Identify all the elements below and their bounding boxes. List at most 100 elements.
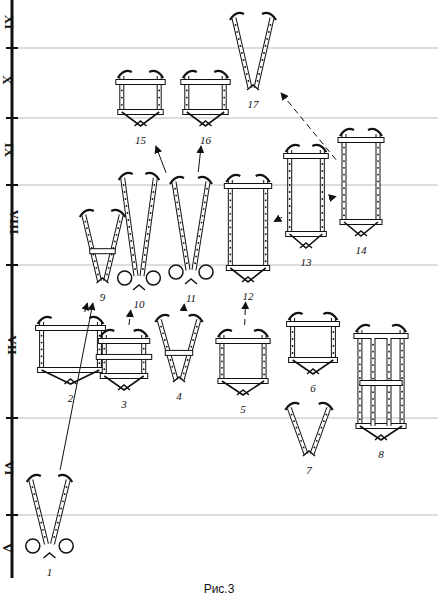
strap-outline [234,18,250,88]
rivet [388,371,390,373]
rivet [149,219,151,221]
rivet [186,90,188,92]
artifact-shape [338,129,384,236]
end-piece [360,426,402,440]
rivet [377,160,379,162]
artifact-item: 9 [75,205,130,303]
rivet [40,522,42,524]
strap-outline [357,330,362,426]
end-piece [104,376,143,390]
rivet [333,352,335,354]
rivet [321,163,323,165]
grid-line [18,515,438,516]
rivet [198,235,200,237]
rivet [229,226,231,228]
rivet [323,420,325,422]
rivet [265,254,267,256]
rivet [124,191,126,193]
strap-fill [106,215,122,281]
rivet [44,536,46,538]
tip-loop [135,121,147,126]
rivet [343,153,345,155]
rivet [292,352,294,354]
artifact-drawing [115,168,163,310]
rivet [298,433,300,435]
rivet [182,235,184,237]
rivet [59,515,61,517]
rivet [229,254,231,256]
derivation-arrow [85,303,88,312]
tip-loop [185,279,197,284]
rivet [134,268,136,270]
strap-fill [377,134,380,222]
rivet [401,370,403,372]
rivet [289,226,291,228]
artifact-drawing [283,308,343,394]
artifact-shape [216,330,270,395]
cross-bar [181,80,230,85]
artifact-shape [80,210,125,283]
rivet [270,24,272,26]
axis-tick [6,117,18,119]
rivet [333,331,335,333]
artifact-drawing [350,320,412,460]
century-numeral: V [0,543,14,552]
artifact-item: 14 [336,124,386,256]
rivet [265,45,267,47]
rivet [293,420,295,422]
rivet [243,59,245,61]
rivet [333,338,335,340]
artifact-item: 3 [95,325,153,410]
rivet [151,205,153,207]
artifact-item: 11 [166,172,216,304]
rivet [343,174,345,176]
rivet [343,194,345,196]
rivet [148,226,150,228]
rivet [321,427,323,429]
rivet [377,214,379,216]
cross-bar [90,249,115,254]
tip-loop [375,435,387,440]
rivet [206,188,208,190]
rivet [235,24,237,26]
rivet [142,268,144,270]
artifact-item: 12 [222,170,274,302]
rivet [166,346,168,348]
artifact-shape [26,475,73,558]
item-number: 2 [28,392,113,404]
rivet [292,331,294,333]
rivet [126,205,128,207]
rivet [377,174,379,176]
tip-loop [200,121,212,126]
rivet [343,201,345,203]
rivet [200,228,202,230]
rivet [94,260,96,262]
strap-outline [342,134,347,222]
rivet [265,206,267,208]
strap-outline [289,408,306,454]
cross-bar [224,184,271,189]
rivet [55,529,57,531]
disc-pendant [26,539,40,553]
rivet [289,212,291,214]
cross-bar [116,80,165,85]
rivet [146,240,148,242]
item-number: 8 [350,448,412,460]
rivet [377,147,379,149]
cross-bar [165,350,192,355]
rivet [171,366,173,368]
rivet [114,241,116,243]
rivet [133,261,135,263]
rivet [41,335,43,337]
rivet [289,219,291,221]
rivet [388,405,390,407]
rivet [401,357,403,359]
strap-fill [343,134,346,222]
disc-pendant [146,271,160,285]
end-piece [290,234,323,248]
artifact-item: 8 [350,320,412,460]
strap-fill [264,180,267,268]
rivet [377,167,379,169]
rivet [401,363,403,365]
disc-pendant [199,265,213,279]
